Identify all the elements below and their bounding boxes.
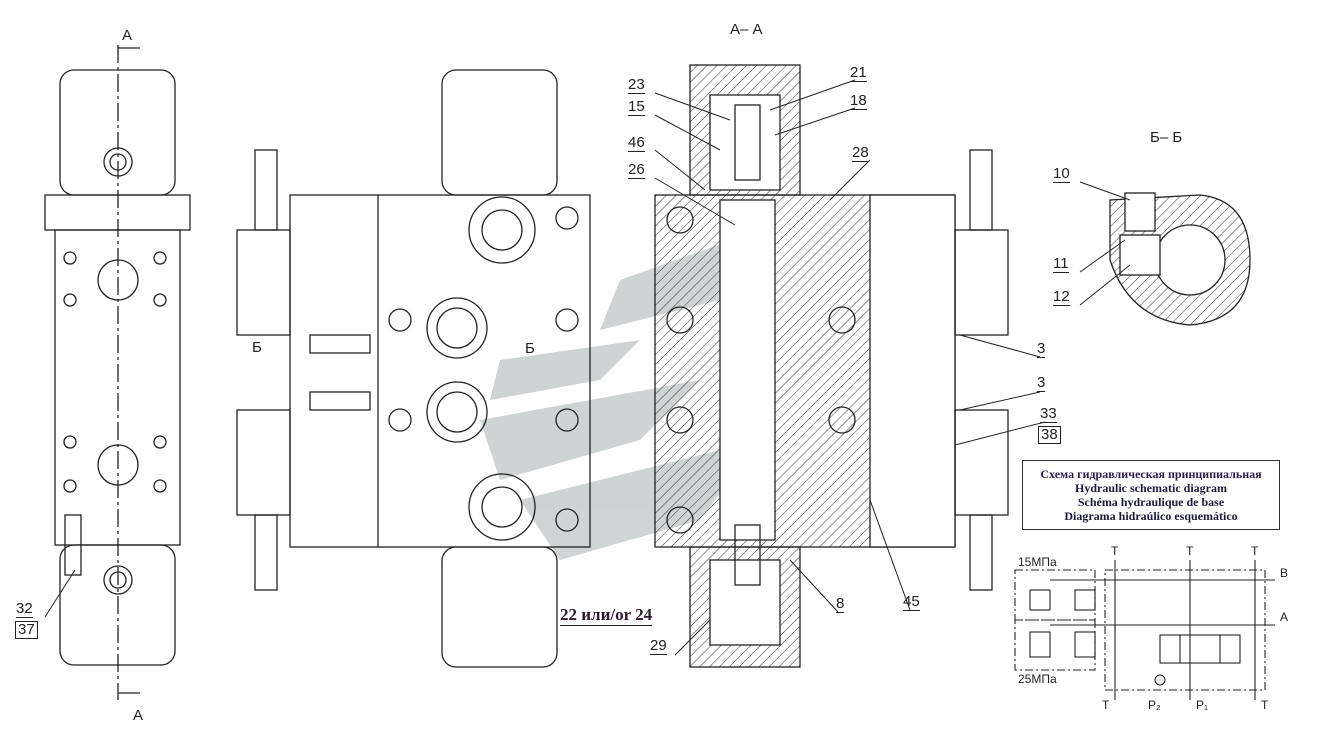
section-title-bb: Б– Б [1150, 129, 1183, 146]
callout-15: 15 [628, 98, 645, 116]
callout-29: 29 [650, 637, 667, 655]
port-p1: P₁ [1196, 698, 1209, 712]
port-t3: T [1251, 544, 1259, 558]
callout-11: 11 [1053, 255, 1069, 273]
callout-26: 26 [628, 161, 645, 179]
legend-line-es: Diagrama hidraúlico esquemático [1064, 509, 1238, 523]
port-a: A [1280, 610, 1289, 624]
legend-line-en: Hydraulic schematic diagram [1075, 481, 1227, 495]
pressure-25mpa: 25МПа [1018, 672, 1057, 686]
hydraulic-schematic [1014, 560, 1275, 700]
callout-10: 10 [1053, 165, 1070, 183]
callout-45: 45 [903, 593, 920, 611]
port-t2: T [1186, 544, 1194, 558]
pressure-15mpa: 15МПа [1018, 555, 1057, 569]
callout-38: 38 [1038, 426, 1061, 444]
port-p2: P₂ [1148, 698, 1161, 712]
section-marker-a-top: A [122, 27, 133, 44]
legend-line-fr: Schéma hydraulique de base [1077, 495, 1225, 509]
callout-3-upper: 3 [1037, 340, 1046, 358]
legend-line-ru: Схема гидравлическая принципиальная [1040, 467, 1262, 481]
callout-32: 32 [16, 600, 33, 618]
side-view [44, 45, 191, 700]
port-t5: T [1261, 698, 1269, 712]
callout-12: 12 [1053, 288, 1070, 306]
callout-28: 28 [852, 144, 869, 162]
port-t1: T [1111, 544, 1119, 558]
callout-37: 37 [15, 621, 38, 639]
callout-8: 8 [836, 595, 845, 613]
section-aa [654, 64, 1009, 668]
front-view [236, 69, 591, 668]
section-title-aa: А– А [730, 21, 763, 38]
variant-note: 22 или/or 24 [560, 605, 653, 626]
section-marker-b-left: Б [252, 339, 262, 356]
schematic-legend: Схема гидравлическая принципиальная Hydr… [1022, 460, 1280, 530]
section-bb [1109, 192, 1251, 326]
callout-3-lower: 3 [1037, 374, 1046, 392]
port-t4: T [1102, 698, 1110, 712]
callout-46: 46 [628, 134, 645, 152]
leader-lines [44, 79, 1131, 656]
callout-23: 23 [628, 76, 645, 94]
callout-18: 18 [850, 92, 867, 110]
callout-33: 33 [1040, 405, 1057, 423]
callout-21: 21 [850, 64, 867, 82]
section-marker-b-center: Б [525, 340, 535, 357]
port-b: B [1280, 566, 1289, 580]
section-marker-a-bottom: A [133, 707, 144, 724]
